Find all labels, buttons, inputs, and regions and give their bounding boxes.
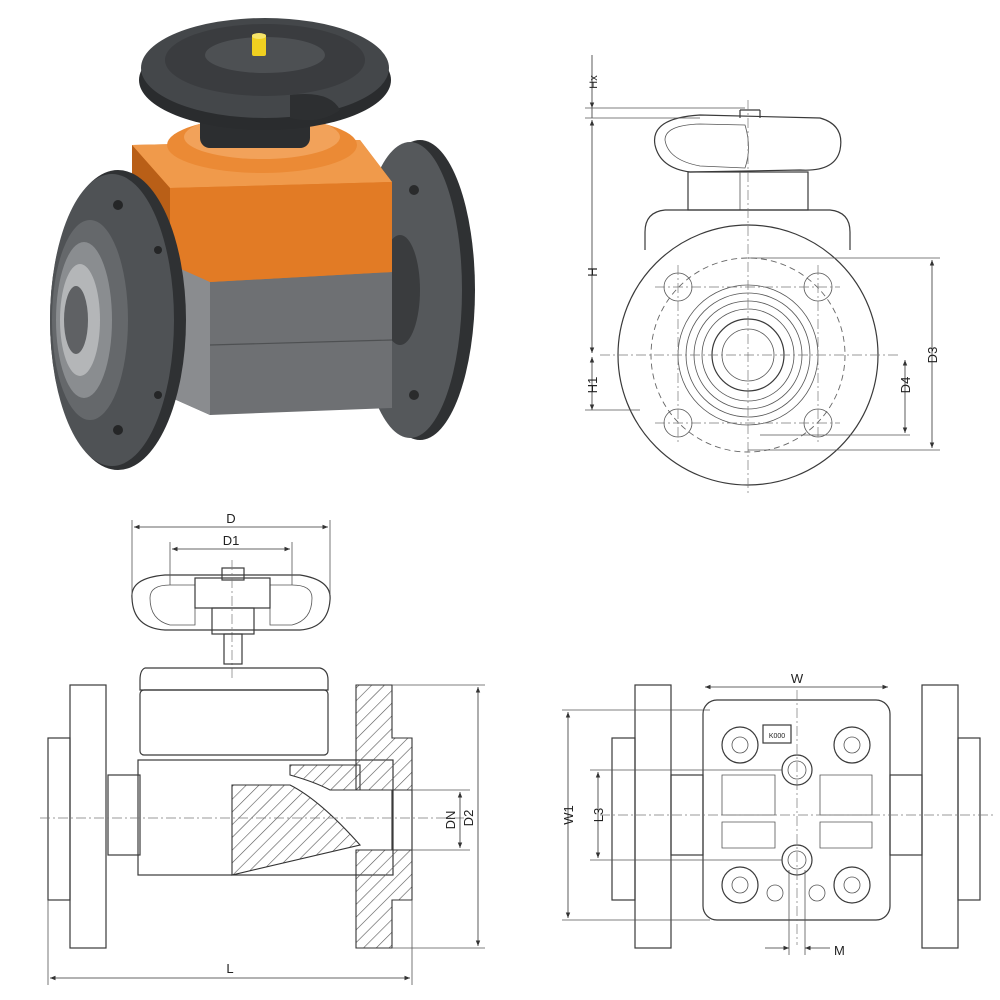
section-view: D D1 DN D2 L: [40, 511, 485, 985]
label-d4: D4: [898, 377, 913, 394]
label-m: M: [834, 943, 845, 958]
left-flange: [50, 170, 186, 470]
label-d2: D2: [461, 810, 476, 827]
mounting-holes: [721, 726, 871, 904]
side-view: Hx H H1 D3 D4: [585, 55, 940, 495]
label-l: L: [226, 961, 233, 976]
label-d3: D3: [925, 347, 940, 364]
section-hatch-flange: [355, 684, 413, 791]
section-hatch-upper: [289, 764, 361, 791]
section-hatch-weir: [231, 784, 362, 876]
label-d: D: [226, 511, 235, 526]
valve-3d-render: [50, 18, 475, 470]
label-d1: D1: [223, 533, 240, 548]
label-hx: Hx: [588, 75, 600, 89]
valve-body: [165, 262, 392, 415]
label-h: H: [585, 267, 600, 276]
label-l3: L3: [591, 808, 606, 822]
label-w: W: [791, 671, 804, 686]
bottom-view: K000 W W1 L3 M: [561, 671, 995, 958]
position-indicator: [252, 34, 266, 56]
label-h1: H1: [585, 377, 600, 394]
label-w1: W1: [561, 805, 576, 825]
handwheel: [139, 18, 391, 130]
marking-text: K000: [769, 733, 785, 740]
label-dn: DN: [443, 811, 458, 830]
